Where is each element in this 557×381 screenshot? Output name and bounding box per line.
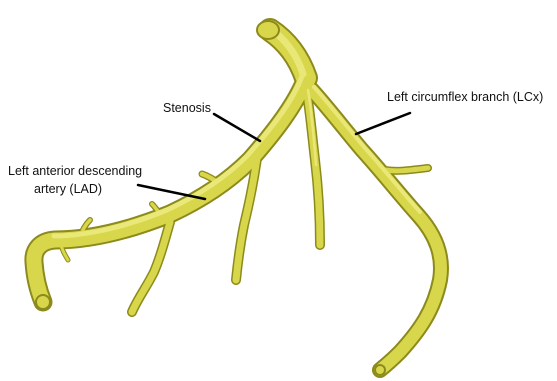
lad-label-line2: artery (LAD)	[34, 182, 102, 196]
ostium-cap	[257, 21, 279, 39]
stenosis-pointer	[214, 114, 260, 141]
stenosis-label: Stenosis	[163, 101, 211, 115]
lcx-pointer	[356, 113, 410, 134]
coronary-tree	[34, 21, 441, 375]
lad-end-cap	[36, 295, 50, 309]
vessel-edge-layer	[34, 30, 441, 370]
lad-label-line1: Left anterior descending	[8, 164, 142, 178]
lcx-end-cap	[375, 365, 385, 375]
vessel-fill-layer	[34, 30, 441, 370]
lcx-label: Left circumflex branch (LCx)	[387, 90, 543, 104]
